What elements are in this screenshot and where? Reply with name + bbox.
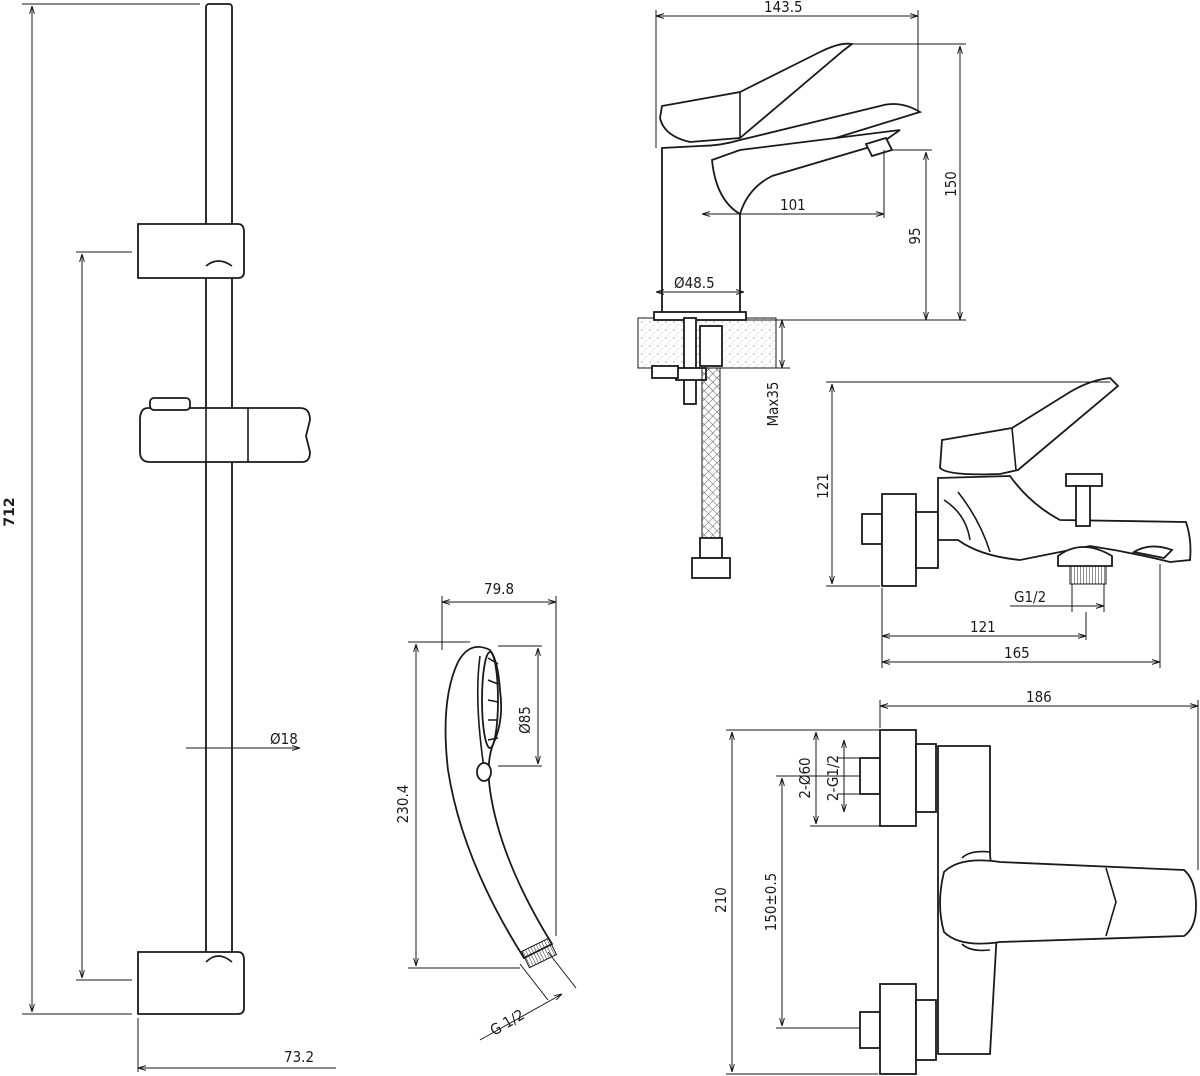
hand-shower-width-label: 79.8	[484, 580, 514, 598]
bath-depth-label: 165	[1004, 644, 1030, 662]
hand-shower-thread-label: G 1/2	[487, 1006, 528, 1040]
flex-hose	[701, 367, 721, 539]
hand-shower-length-label: 230.4	[394, 785, 412, 824]
bath-mixer-top-view: 186 2-Ø60 2-G1/2 210 150±0.5	[712, 688, 1199, 1075]
bath-top-height-label: 210	[712, 887, 730, 913]
basin-depth-label: 143.5	[764, 0, 803, 16]
spout-height-label: 95	[906, 227, 924, 244]
basin-height-label: 150	[942, 171, 960, 197]
bath-thread-label: G1/2	[1014, 588, 1046, 606]
rod-diameter-label: Ø18	[270, 730, 298, 748]
hand-shower-view: 79.8 Ø85 230.4 G 1/2	[394, 580, 577, 1041]
inlet-thread-label: 2-G1/2	[824, 755, 842, 801]
head-diameter-label: Ø85	[516, 706, 534, 734]
bath-body-side	[937, 475, 1192, 563]
inlet-centers-label: 150±0.5	[762, 873, 780, 932]
top-bracket	[137, 223, 245, 279]
spout-reach-label: 101	[780, 196, 806, 214]
bath-width-label: 186	[1026, 688, 1052, 706]
bottom-bracket	[137, 951, 245, 1015]
flange-diameter-label: 2-Ø60	[796, 757, 814, 798]
basin-mixer-view: 143.5 150 101 95 Ø48.5 Max35	[637, 0, 966, 579]
hand-shower-body	[444, 646, 554, 960]
max-counter-label: Max35	[764, 381, 782, 426]
basin-lever	[659, 42, 855, 143]
bath-lever-top	[939, 859, 1197, 945]
shower-rail-view: 712 Ø18 73.2	[2, 3, 336, 1072]
bath-height-label: 121	[814, 473, 832, 499]
rail-base-label: 73.2	[284, 1048, 314, 1066]
bath-mixer-side-view: 121 G1/2 121 165	[814, 377, 1192, 668]
hand-shower-thread	[520, 937, 558, 969]
spout-axis-label: 121	[970, 618, 996, 636]
slider-holder	[139, 407, 311, 463]
rail-rod	[205, 3, 233, 957]
base-diameter-label: Ø48.5	[674, 274, 715, 292]
bath-lever	[939, 377, 1120, 476]
rail-height-label: 712	[2, 497, 18, 526]
